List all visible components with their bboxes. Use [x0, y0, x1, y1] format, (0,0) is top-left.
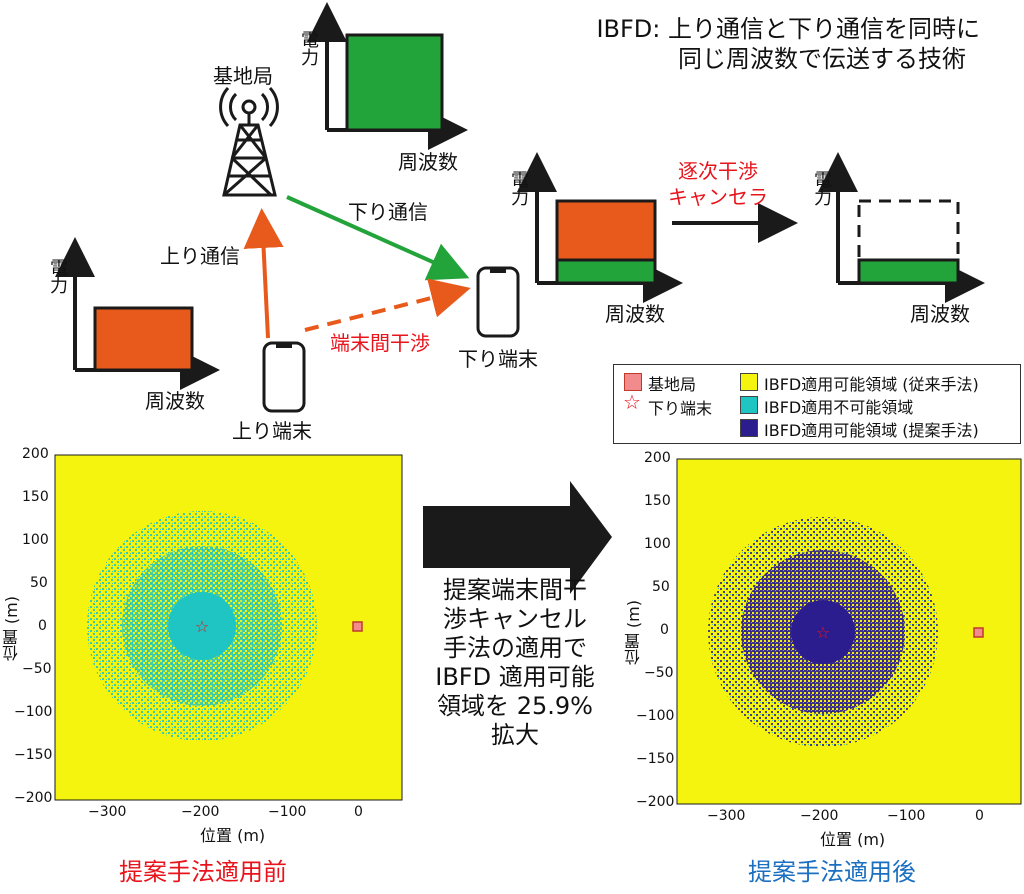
xtick: −100 [887, 808, 926, 824]
ytick: 200 [22, 446, 49, 462]
downlink-arrow [286, 195, 470, 281]
uplink-terminal-label: 上り端末 [232, 419, 312, 443]
uplink-arrow [243, 208, 284, 339]
spectrum-uplink [55, 237, 220, 390]
ytick: 150 [644, 493, 671, 509]
ytick: −100 [14, 704, 53, 720]
star-icon: ☆ [195, 617, 209, 636]
star-icon: ☆ [623, 390, 641, 414]
base-station-marker [973, 627, 984, 638]
legend-swatch-not-applicable [740, 396, 758, 414]
freq-axis-label-1: 周波数 [398, 150, 458, 174]
downlink-terminal-label: 下り端末 [458, 347, 538, 371]
ytick: 100 [22, 532, 49, 548]
xtick: −200 [181, 804, 220, 820]
legend-swatch-base-station [624, 373, 642, 391]
legend-ibfd-not-applicable: IBFD適用不可能領域 [764, 398, 914, 417]
xtick: −100 [268, 804, 307, 820]
plot-after-xlabel: 位置 (m) [820, 830, 886, 849]
legend: 基地局 ☆ 下り端末 IBFD適用可能領域 (従来手法) IBFD適用不可能領域… [613, 364, 1021, 444]
ytick: 150 [22, 489, 49, 505]
sic-label: 逐次干渉 キャンセラ [668, 159, 768, 209]
freq-axis-label-2: 周波数 [145, 389, 205, 413]
page-title: IBFD: 上り通信と下り通信を同時に 同じ周波数で伝送する技術 [520, 14, 980, 74]
freq-axis-label-3: 周波数 [605, 302, 665, 326]
ytick: 50 [652, 579, 670, 595]
xtick: −300 [88, 804, 127, 820]
power-axis-label-1: 電力 [298, 30, 319, 66]
plot-before-ylabel: 位置 (m) [2, 596, 21, 662]
legend-swatch-conventional [740, 373, 758, 391]
ytick: 100 [644, 536, 671, 552]
title-line-2: 同じ周波数で伝送する技術 [678, 45, 966, 73]
xtick: −200 [800, 808, 839, 824]
ytick: 0 [660, 622, 669, 638]
caption-before: 提案手法適用前 [119, 858, 287, 886]
spectrum-after-sic [818, 152, 985, 303]
xtick: −300 [707, 808, 746, 824]
downlink-terminal-icon [476, 266, 520, 338]
freq-axis-label-4: 周波数 [910, 302, 970, 326]
base-station-icon [219, 86, 279, 197]
power-axis-label-4: 電力 [811, 170, 832, 206]
ytick: 0 [38, 618, 47, 634]
big-arrow [423, 481, 612, 594]
star-icon: ☆ [816, 623, 830, 642]
xtick: 0 [354, 804, 363, 820]
ytick: −150 [14, 747, 53, 763]
ytick: −100 [636, 708, 675, 724]
spectrum-received [517, 152, 683, 303]
title-line-1: IBFD: 上り通信と下り通信を同時に [596, 15, 980, 43]
plot-before: ☆ [54, 454, 403, 801]
ytick: −200 [636, 794, 675, 810]
uplink-terminal-icon [262, 341, 306, 413]
plot-before-xlabel: 位置 (m) [200, 826, 266, 845]
power-axis-label-2: 電力 [47, 258, 68, 294]
power-axis-label-3: 電力 [508, 170, 529, 206]
base-station-label: 基地局 [213, 64, 273, 88]
interference-arrow [304, 278, 471, 332]
interference-label: 端末間干渉 [330, 331, 430, 355]
ytick: −50 [644, 665, 674, 681]
legend-ibfd-conventional: IBFD適用可能領域 (従来手法) [764, 375, 979, 394]
spectrum-downlink [307, 2, 468, 150]
uplink-label: 上り通信 [160, 244, 240, 268]
plot-after: ☆ [676, 458, 1022, 805]
downlink-label: 下り通信 [348, 200, 428, 224]
ytick: 50 [30, 575, 48, 591]
legend-ibfd-proposed: IBFD適用可能領域 (提案手法) [764, 421, 979, 440]
xtick: 0 [975, 808, 984, 824]
caption-after: 提案手法適用後 [748, 858, 916, 886]
ytick: −150 [636, 751, 675, 767]
plot-after-ylabel: 位置 (m) [624, 600, 643, 666]
base-station-marker [352, 621, 363, 632]
ytick: 200 [644, 450, 671, 466]
ytick: −200 [14, 790, 53, 806]
legend-downlink-terminal: 下り端末 [648, 399, 713, 418]
legend-base-station: 基地局 [648, 375, 697, 394]
middle-explanation: 提案端末間干 渉キャンセル 手法の適用で IBFD 適用可能 領域を 25.9%… [435, 576, 595, 749]
ytick: −50 [22, 661, 52, 677]
legend-swatch-proposed [740, 419, 758, 437]
